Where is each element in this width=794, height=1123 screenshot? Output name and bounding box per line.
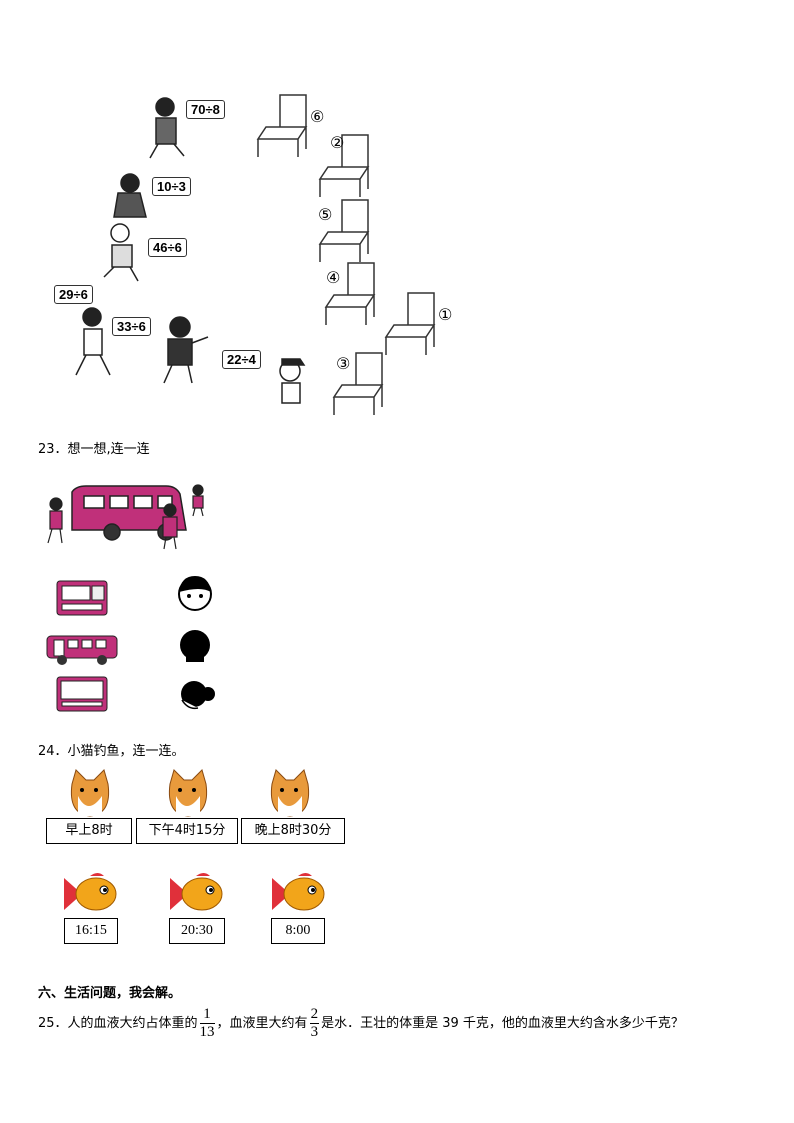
child-figure xyxy=(279,358,306,404)
chair xyxy=(318,199,370,262)
division-bubble: 70÷8 xyxy=(186,100,225,119)
fraction-denominator: 13 xyxy=(199,1024,215,1040)
fraction-denominator: 3 xyxy=(310,1024,319,1040)
boy-head-back xyxy=(180,630,210,662)
van-back-view xyxy=(56,580,108,616)
child-figure xyxy=(149,97,185,159)
cat-time-box: 晚上8时30分 xyxy=(241,818,345,844)
child-figure xyxy=(113,173,147,218)
fish-picture xyxy=(272,873,325,911)
division-bubble: 29÷6 xyxy=(54,285,93,304)
fish-time-box: 20:30 xyxy=(169,918,225,944)
question-25-suffix: 是水．王壮的体重是 39 千克，他的血液里大约含水多少千克？ xyxy=(321,1016,684,1031)
chair-number: ④ xyxy=(326,268,341,287)
cat-time-box: 早上8时 xyxy=(46,818,132,844)
cat-picture xyxy=(168,769,208,817)
van-front-view xyxy=(56,676,108,712)
child-figure xyxy=(163,316,209,384)
van-scene-illustration xyxy=(47,484,204,550)
chair xyxy=(256,94,308,157)
van xyxy=(71,485,187,541)
fish-time-box: 16:15 xyxy=(64,918,118,944)
girl-head-side xyxy=(181,681,215,710)
division-bubble: 22÷4 xyxy=(222,350,261,369)
chair-number: ② xyxy=(330,133,345,152)
chair-number: ⑥ xyxy=(310,107,325,126)
chair-number: ③ xyxy=(336,354,351,373)
child-figure xyxy=(192,484,204,517)
cat-picture xyxy=(270,769,310,817)
fish-picture xyxy=(170,873,223,911)
chair xyxy=(384,292,436,355)
child-figure xyxy=(103,223,139,282)
question-25-middle: ，血液里大约有 xyxy=(216,1016,308,1031)
child-figure xyxy=(162,503,178,550)
question-24-label: 24．小猫钓鱼，连一连。 xyxy=(38,744,185,759)
chair xyxy=(324,262,376,325)
chair xyxy=(332,352,384,415)
section-heading: 六、生活问题，我会解。 xyxy=(38,986,182,1001)
question-23-label: 23．想一想,连一连 xyxy=(38,442,150,457)
chair-number: ⑤ xyxy=(318,205,333,224)
chair-number: ① xyxy=(438,305,453,324)
question-25-prefix: 25．人的血液大约占体重的 xyxy=(38,1016,198,1031)
division-bubble: 33÷6 xyxy=(112,317,151,336)
cat-time-box: 下午4时15分 xyxy=(136,818,238,844)
child-figure xyxy=(47,497,63,544)
cat-picture xyxy=(70,769,110,817)
van-side-view xyxy=(46,635,118,665)
fraction-numerator: 1 xyxy=(199,1006,215,1024)
fish-time-box: 8:00 xyxy=(271,918,325,944)
seating-drawing xyxy=(75,94,436,415)
fraction-numerator: 2 xyxy=(309,1006,320,1024)
fish-picture xyxy=(64,873,117,911)
boy-head-front xyxy=(178,576,212,611)
chair xyxy=(318,134,370,197)
child-figure xyxy=(75,307,111,376)
division-bubble: 46÷6 xyxy=(148,238,187,257)
division-bubble: 10÷3 xyxy=(152,177,191,196)
